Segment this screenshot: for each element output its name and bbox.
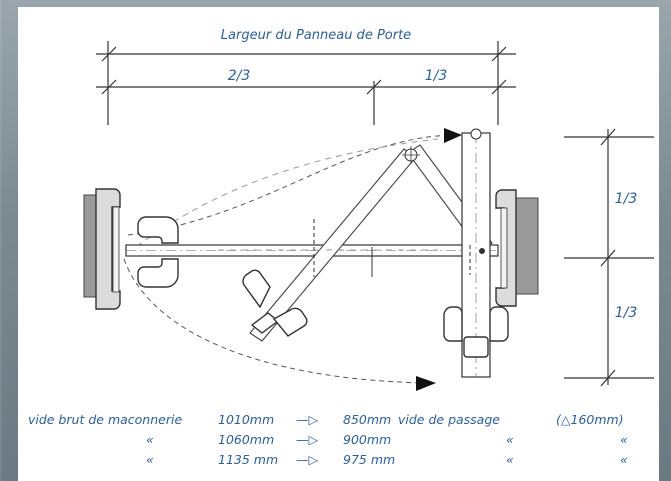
note-mm-1060: 1060mm bbox=[218, 432, 274, 447]
dimension-lines-right bbox=[564, 128, 654, 387]
note-mm-850: 850mm bbox=[343, 412, 391, 427]
note-arrow-3: —▷ bbox=[296, 452, 319, 467]
left-wall bbox=[83, 188, 121, 310]
pivot-marks bbox=[218, 219, 471, 277]
note-mm-900: 900mm bbox=[343, 432, 391, 447]
drawing-panel: Largeur du Panneau de Porte 2/3 1/3 1/3 … bbox=[18, 7, 659, 481]
note-ditto: « bbox=[146, 432, 154, 447]
handle-middle bbox=[242, 269, 308, 337]
dim-two-thirds: 2/3 bbox=[228, 68, 251, 84]
notes-row-3: « 1135 mm —▷ 975 mm « « bbox=[146, 452, 628, 467]
swing-arcs bbox=[123, 134, 459, 384]
dimension-lines-top bbox=[96, 41, 516, 125]
handle-right bbox=[443, 306, 509, 358]
note-mm-1135: 1135 mm bbox=[218, 452, 278, 467]
note-ditto: « bbox=[620, 432, 628, 447]
notes-row-2: « 1060mm —▷ 900mm « « bbox=[146, 432, 628, 447]
note-mm-1010: 1010mm bbox=[218, 412, 274, 427]
notes-row-1: vide brut de maconnerie 1010mm —▷ 850mm … bbox=[28, 412, 624, 427]
dim-one-third-upper: 1/3 bbox=[615, 191, 638, 207]
note-label-passage: vide de passage bbox=[398, 412, 500, 427]
note-arrow-2: —▷ bbox=[296, 432, 319, 447]
note-ditto: « bbox=[506, 452, 514, 467]
note-mm-975: 975 mm bbox=[343, 452, 395, 467]
door-plan-drawing: Largeur du Panneau de Porte 2/3 1/3 1/3 … bbox=[28, 28, 654, 467]
right-wall bbox=[495, 189, 539, 307]
note-delta: (△160mm) bbox=[556, 412, 624, 427]
door-width-title: Largeur du Panneau de Porte bbox=[221, 28, 411, 43]
note-ditto: « bbox=[506, 432, 514, 447]
note-ditto: « bbox=[146, 452, 154, 467]
dim-one-third-top: 1/3 bbox=[425, 68, 448, 84]
handle-left bbox=[137, 216, 179, 288]
arrow-heads bbox=[416, 128, 462, 391]
door-leaf-closed bbox=[125, 244, 499, 257]
note-label-masonry: vide brut de maconnerie bbox=[28, 412, 182, 427]
dim-one-third-lower: 1/3 bbox=[615, 305, 638, 321]
note-arrow-1: —▷ bbox=[296, 412, 319, 427]
note-ditto: « bbox=[620, 452, 628, 467]
